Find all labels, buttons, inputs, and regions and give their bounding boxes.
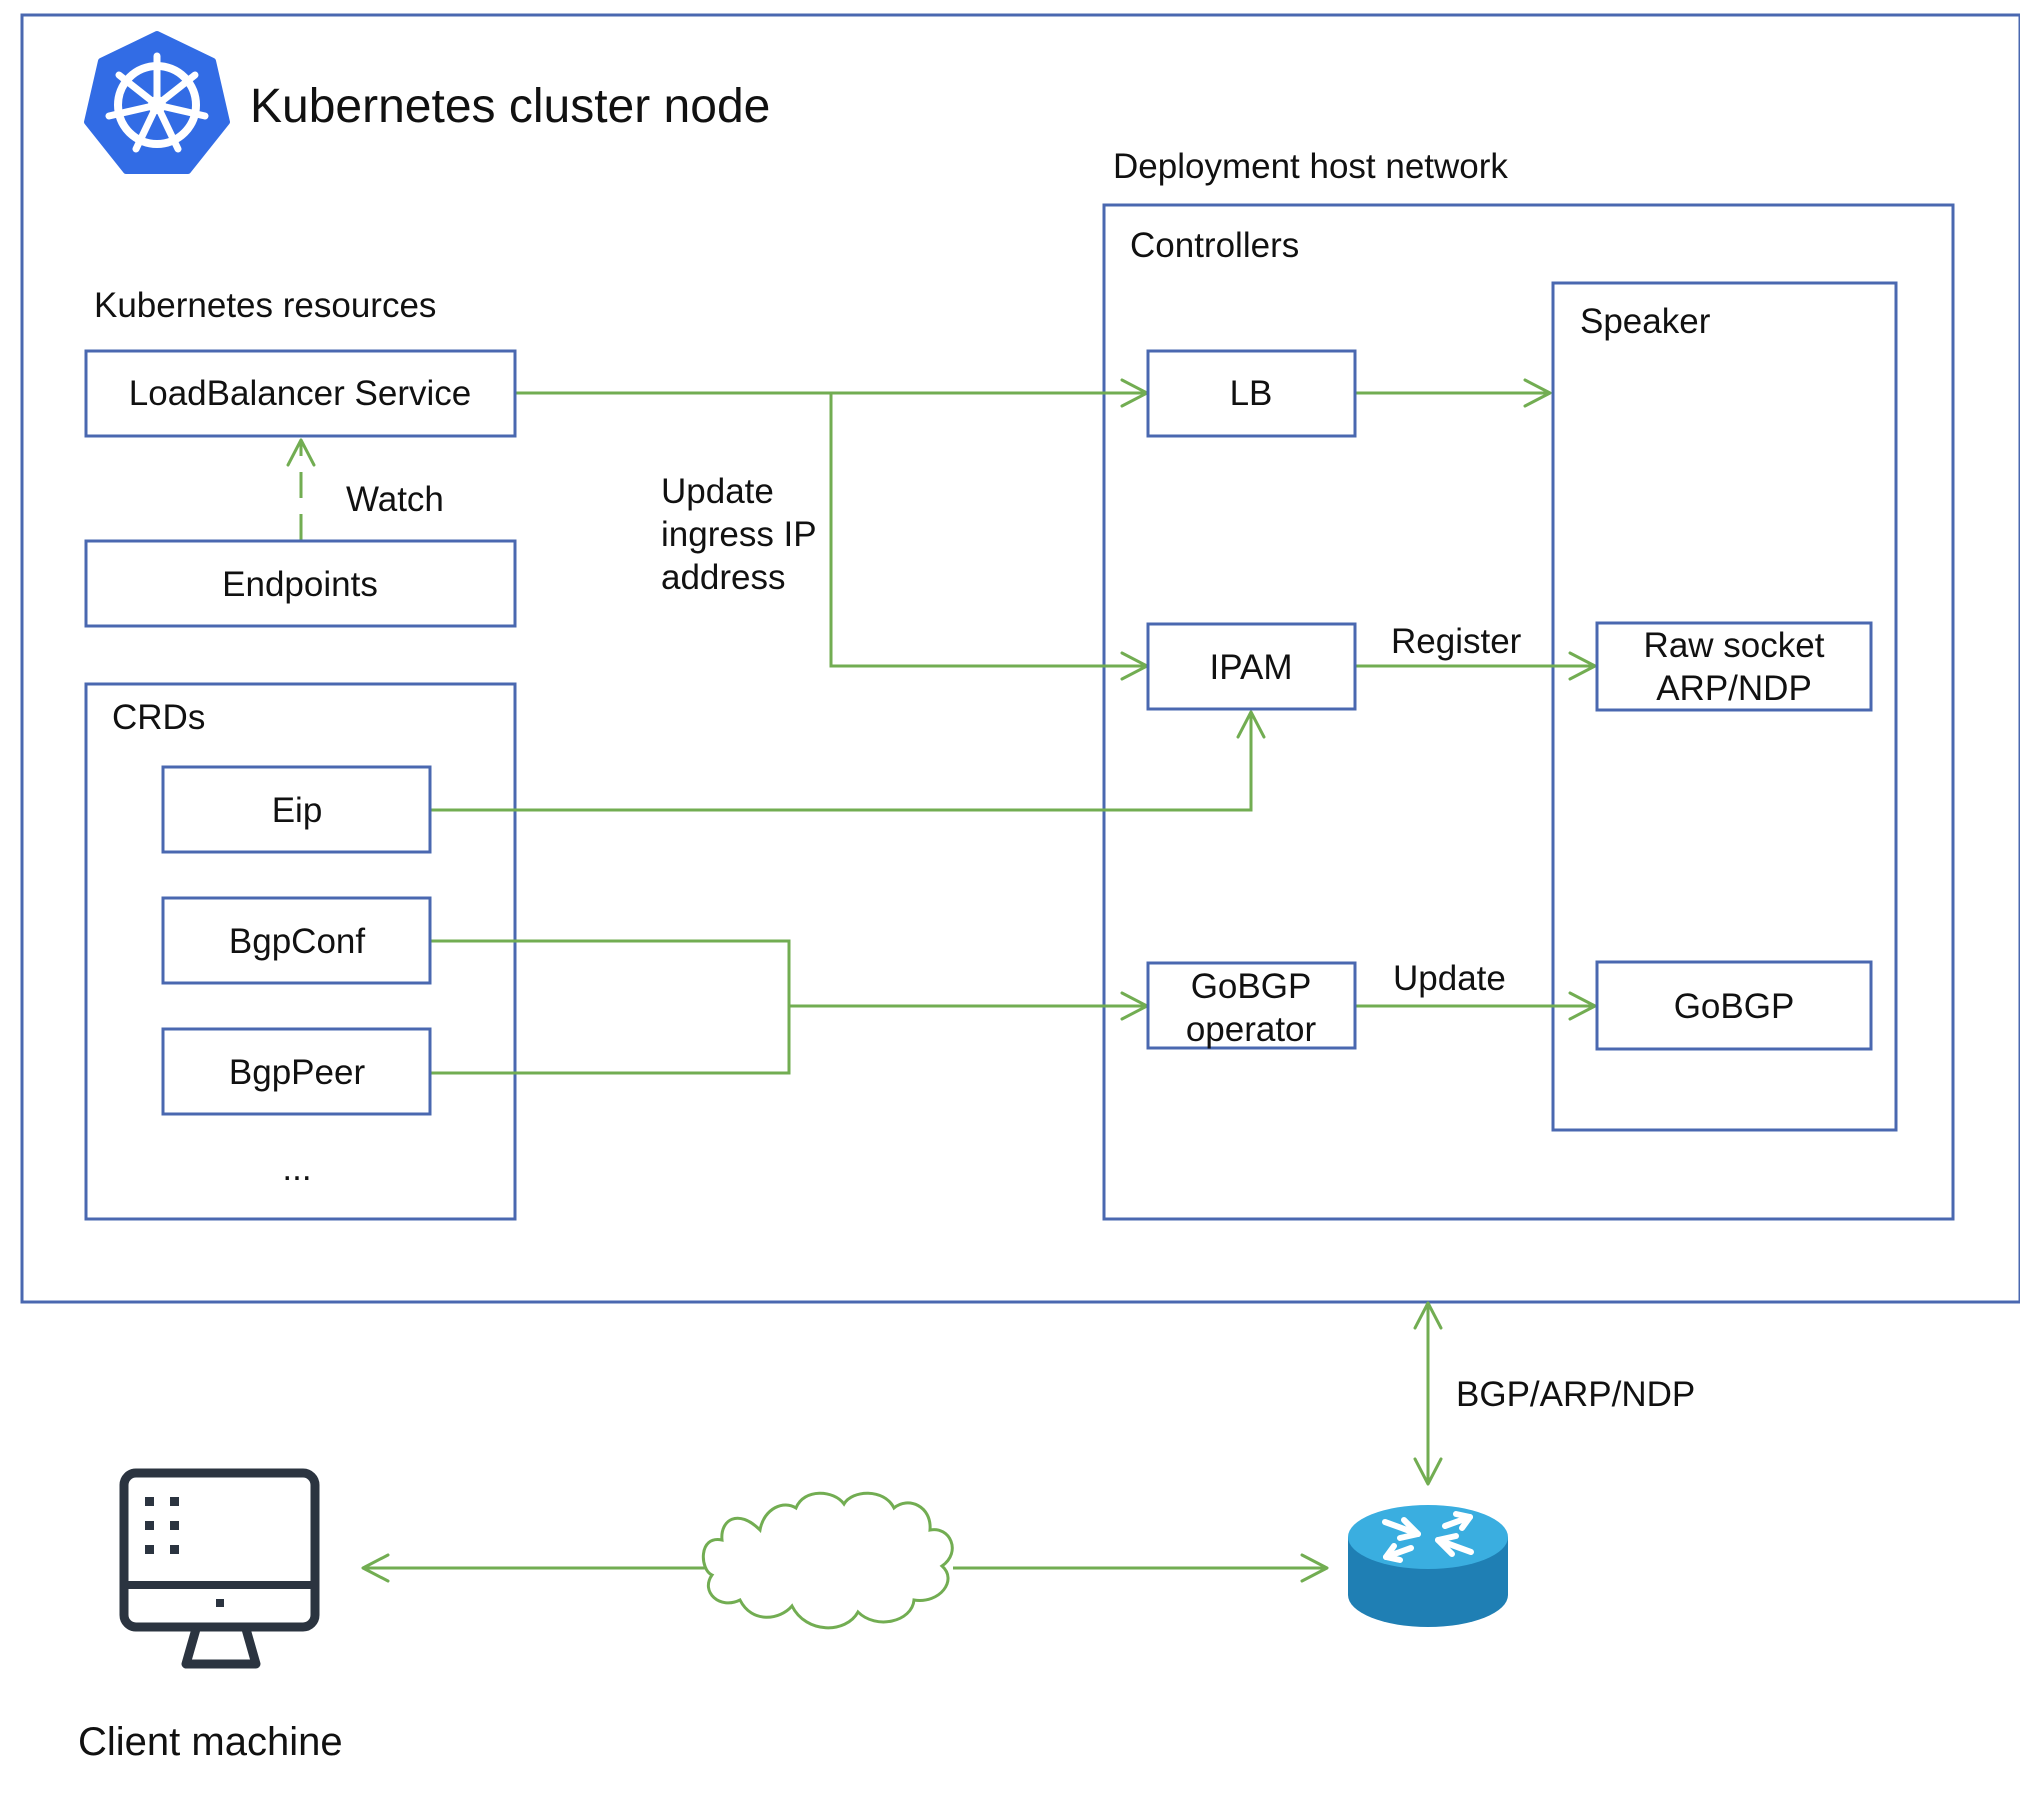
ipam-box xyxy=(1146,622,1357,711)
controllers-label: Controllers xyxy=(1130,226,1299,265)
cluster-node-frame xyxy=(20,13,2020,1304)
gobgp-label: GoBGP xyxy=(1674,987,1795,1026)
crds-frame xyxy=(84,682,517,1221)
gobgp-operator-label-line1: GoBGP xyxy=(1191,967,1312,1006)
update-ingress-label-line3: address xyxy=(661,558,786,597)
gobgp-operator-label-line2: operator xyxy=(1186,1010,1317,1049)
crds-more-label: ... xyxy=(282,1149,311,1188)
bgpconf-box xyxy=(161,896,432,985)
router-icon xyxy=(1348,1505,1508,1627)
kubernetes-logo-icon xyxy=(84,31,230,174)
speaker-frame xyxy=(1551,281,1898,1132)
eip-label: Eip xyxy=(272,791,323,830)
gobgp-box xyxy=(1595,960,1873,1051)
desktop-monitor-icon xyxy=(119,1468,320,1669)
crds-label: CRDs xyxy=(112,698,205,737)
deployment-host-network-label: Deployment host network xyxy=(1113,147,1508,186)
cloud-icon xyxy=(701,1491,954,1630)
raw-socket-label-line2: ARP/NDP xyxy=(1656,669,1812,708)
eip-box xyxy=(161,765,432,854)
kubernetes-resources-label: Kubernetes resources xyxy=(94,286,436,325)
gobgp-operator-box xyxy=(1146,961,1357,1050)
edge-bgp-crds-merge xyxy=(431,939,791,1075)
edge-eip-to-ipam xyxy=(431,712,1253,812)
endpoints-label: Endpoints xyxy=(222,565,378,604)
bgp-arp-ndp-label: BGP/ARP/NDP xyxy=(1456,1375,1695,1414)
edge-update-ingress-ip xyxy=(829,393,1147,668)
update-label: Update xyxy=(1393,959,1506,998)
client-machine-label: Client machine xyxy=(78,1720,343,1764)
endpoints-box xyxy=(84,539,517,628)
bgpconf-label: BgpConf xyxy=(229,922,365,961)
watch-label: Watch xyxy=(346,480,444,519)
update-ingress-label-line1: Update xyxy=(661,472,774,511)
lb-label: LB xyxy=(1230,374,1273,413)
raw-socket-label-line1: Raw socket xyxy=(1644,626,1825,665)
raw-socket-box xyxy=(1595,621,1873,712)
bgppeer-label: BgpPeer xyxy=(229,1053,366,1092)
controllers-frame xyxy=(1102,203,1955,1221)
update-ingress-label-line2: ingress IP xyxy=(661,515,817,554)
lb-box xyxy=(1146,349,1357,438)
loadbalancer-service-label: LoadBalancer Service xyxy=(129,374,471,413)
ipam-label: IPAM xyxy=(1210,648,1293,687)
loadbalancer-service-box xyxy=(84,349,517,438)
speaker-label: Speaker xyxy=(1580,302,1711,341)
register-label: Register xyxy=(1391,622,1522,661)
page-title: Kubernetes cluster node xyxy=(250,80,770,133)
bgppeer-box xyxy=(161,1027,432,1116)
